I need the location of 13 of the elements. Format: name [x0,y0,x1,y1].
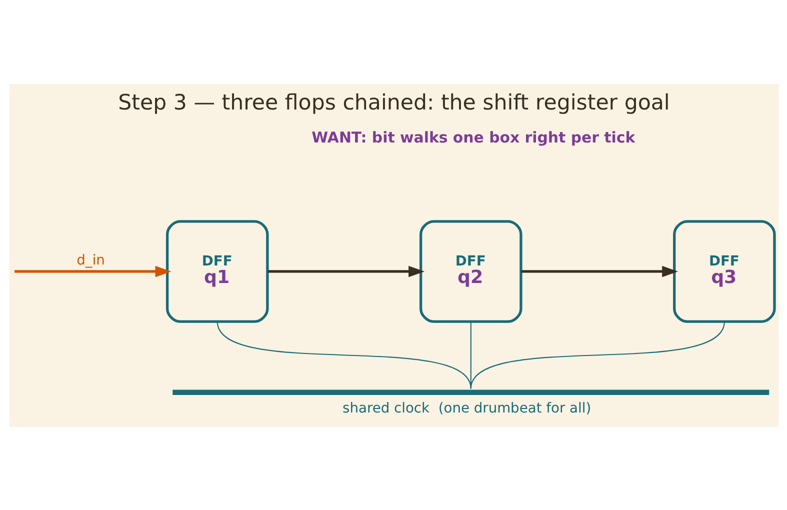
edge-label: d_in [76,252,104,268]
node-box: DFF q3 [672,220,776,322]
arrow [14,265,171,277]
diagram-title: Step 3 — three flops chained: the shift register goal [118,90,670,116]
label: WANT: bit walks one box right per tick [311,128,635,146]
connector [470,320,724,388]
arrow [520,265,678,277]
connector [216,320,471,388]
node-box: DFF q1 [165,220,268,322]
arrow [267,265,424,277]
node-label: shared clock (one drumbeat for all) [342,400,591,416]
node-bar [172,389,769,395]
node-box: DFF q2 [418,220,522,322]
